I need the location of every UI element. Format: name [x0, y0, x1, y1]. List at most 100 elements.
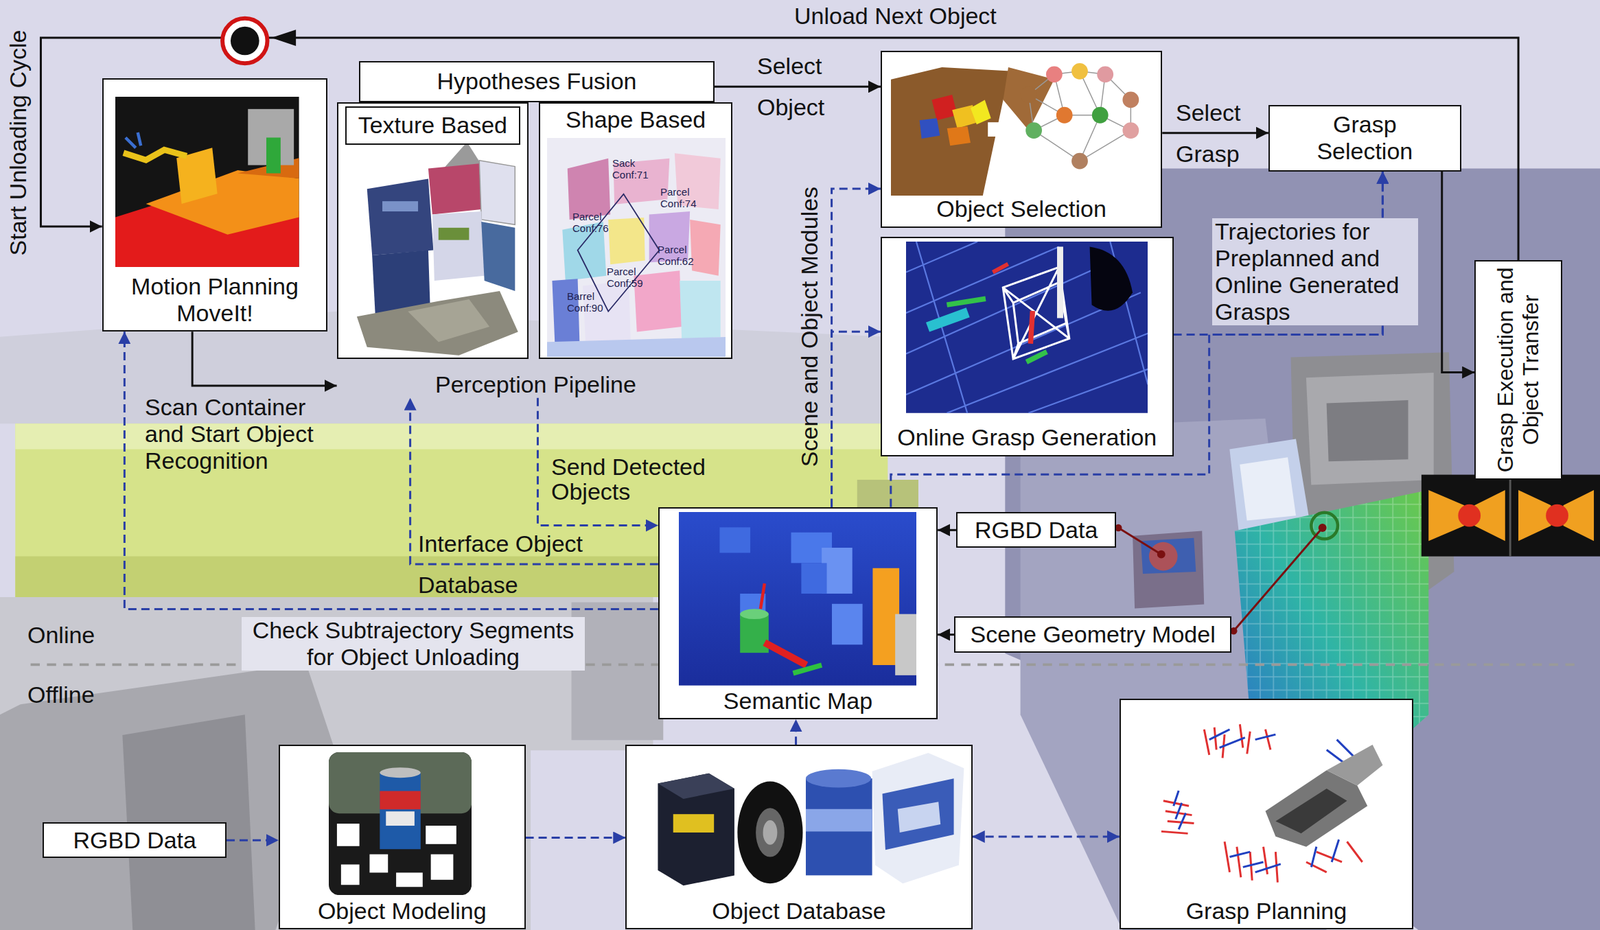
- illustration-shape: [1026, 352, 1048, 363]
- illustration-shape: [1229, 851, 1281, 873]
- illustration-shape: [1326, 400, 1409, 462]
- illustration-shape: [658, 773, 735, 887]
- section-label: Start Unloading Cycle: [4, 30, 32, 257]
- illustration-shape: [1028, 71, 1131, 162]
- illustration-shape: [1428, 490, 1465, 541]
- illustration-shape: [1224, 841, 1278, 883]
- edge-label-holder: Trajectories for Preplanned and Online G…: [1212, 218, 1419, 326]
- dashed-connector: [972, 836, 1120, 839]
- edge-label: Scan Container and Start Object Recognit…: [144, 393, 338, 475]
- edge-label-holder: Select Object: [757, 45, 847, 128]
- illustration-shape: [1025, 122, 1042, 139]
- edge-label-holder: Interface Object Database: [418, 523, 597, 606]
- illustration-shape: [719, 527, 751, 554]
- flow-arrow: [937, 529, 957, 532]
- confidence-label: Parcel Conf:62: [657, 244, 706, 268]
- illustration-shape: [805, 778, 873, 876]
- illustration-shape: [266, 137, 281, 174]
- illustration-shape: [385, 811, 415, 826]
- edge-label: Scene and Object Modules: [796, 186, 823, 467]
- free-label-holder: Sack Conf:71: [612, 157, 661, 181]
- motion-planning-picture: [115, 96, 300, 268]
- edge-label-holder: Scan Container and Start Object Recognit…: [144, 393, 338, 475]
- illustration-shape: [1239, 457, 1296, 521]
- illustration-shape: [756, 807, 786, 857]
- illustration-shape: [1318, 523, 1327, 532]
- flow-arrow: [1162, 131, 1269, 134]
- illustration-shape: [925, 308, 970, 333]
- illustration-shape: [1020, 86, 1038, 103]
- illustration-shape: [763, 643, 806, 666]
- illustration-shape: [425, 825, 457, 845]
- illustration-shape: [1161, 801, 1195, 834]
- confidence-label: Barrel Conf:90: [566, 291, 616, 314]
- confidence-label: Sack Conf:71: [612, 157, 661, 181]
- illustration-shape: [947, 299, 986, 306]
- illustration-shape: [872, 752, 965, 884]
- process-box: Grasp Selection: [1268, 105, 1462, 172]
- edge-label: Select Grasp: [1175, 91, 1266, 175]
- dashed-connector: [226, 839, 279, 842]
- node-label: Object Modeling: [317, 897, 487, 925]
- illustration-shape: [1209, 729, 1277, 749]
- illustration-shape: [760, 583, 765, 609]
- confidence-label: Parcel Conf:59: [606, 266, 655, 289]
- edge-label: Trajectories for Preplanned and Online G…: [1212, 218, 1419, 326]
- flow-arrow: [192, 331, 337, 386]
- edge-label: Unload Next Object: [794, 2, 997, 30]
- illustration-shape: [1140, 538, 1196, 574]
- process-box: Texture Based: [337, 102, 529, 360]
- illustration-shape: [369, 853, 388, 873]
- illustration-shape: [146, 170, 300, 235]
- free-label-holder: Parcel Conf:74: [660, 186, 709, 210]
- illustration-shape: [125, 132, 141, 148]
- process-box: RGBD Data: [42, 822, 227, 859]
- illustration-shape: [1311, 512, 1338, 540]
- illustration-shape: [479, 159, 516, 225]
- illustration-shape: [1071, 63, 1088, 80]
- illustration-shape: [987, 122, 1003, 137]
- edge-label: Check Subtrajectory Segments for Object …: [241, 617, 585, 671]
- illustration-shape: [1157, 550, 1166, 559]
- dashed-connector: [831, 331, 881, 508]
- free-label-holder: Parcel Conf:62: [657, 244, 706, 268]
- illustration-shape: [608, 217, 646, 265]
- illustration-shape: [1122, 91, 1139, 109]
- illustration-shape: [970, 100, 992, 125]
- node-label: Scene Geometry Model: [970, 621, 1216, 648]
- edge-label-holder: Check Subtrajectory Segments for Object …: [241, 617, 585, 671]
- illustration-shape: [1509, 474, 1512, 557]
- process-box: Scene Geometry Model: [954, 616, 1232, 654]
- process-box: Hypotheses Fusion: [358, 61, 714, 102]
- illustration-shape: [1291, 352, 1455, 598]
- node-label: Grasp Execution and Object Transfer: [1492, 267, 1544, 473]
- process-box: Semantic Map: [658, 507, 938, 720]
- illustration-shape: [1311, 839, 1339, 867]
- illustration-shape: [947, 126, 971, 146]
- flow-arrow: [714, 85, 881, 88]
- free-label-holder: Offline: [27, 681, 95, 709]
- illustration-shape: [992, 264, 1008, 273]
- illustration-shape: [328, 752, 472, 896]
- illustration-shape: [831, 604, 863, 645]
- illustration-shape: [1326, 744, 1384, 786]
- illustration-shape: [115, 96, 300, 268]
- process-box: Object Selection: [880, 50, 1163, 228]
- free-label-holder: Online: [27, 621, 95, 649]
- illustration-shape: [1545, 504, 1569, 528]
- illustration-shape: [1229, 439, 1312, 542]
- edge-label-holder: Send Detected Objects: [551, 455, 716, 504]
- illustration-shape: [1306, 372, 1434, 486]
- illustration-shape: [919, 118, 940, 139]
- illustration-shape: [551, 278, 580, 353]
- illustration-shape: [337, 823, 360, 847]
- illustration-shape: [547, 137, 726, 358]
- illustration-shape: [1275, 788, 1347, 834]
- grasp-generation-picture: [906, 241, 1148, 414]
- edge-label: Send Detected Objects: [551, 455, 716, 504]
- illustration-shape: [547, 337, 726, 358]
- process-box: Shape Based: [538, 102, 733, 360]
- free-label-holder: Barrel Conf:90: [566, 291, 616, 314]
- illustration-shape: [897, 801, 941, 833]
